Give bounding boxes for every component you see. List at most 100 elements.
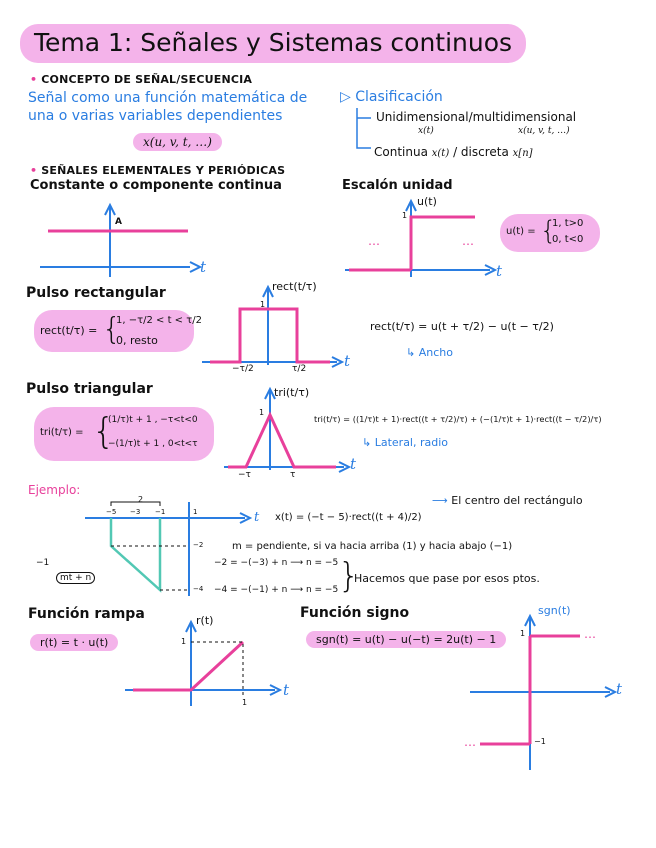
ejemplo-width-label: 2 <box>138 495 144 504</box>
pulso-rect-neg-tick: −τ/2 <box>232 364 254 374</box>
escalon-x-arrow <box>484 264 498 276</box>
arrow-return-icon: ↳ <box>406 346 416 359</box>
brace-icon: { <box>540 216 557 246</box>
signo-t-label: t <box>616 680 623 698</box>
signo-one-label: 1 <box>520 629 526 638</box>
clasificacion-item-1-left: x(t) <box>418 126 434 136</box>
pulso-tri-neg-tick: −τ <box>238 470 251 480</box>
rampa-axis-label: r(t) <box>196 614 214 627</box>
pulso-rect-signal <box>210 307 330 364</box>
ejemplo-mt-label: mt + n <box>56 572 96 584</box>
pulso-rect-one-label: 1 <box>260 300 266 309</box>
ejemplo-tick-neg1: −1 <box>155 508 166 516</box>
ejemplo-pass-note: Hacemos que pase por esos ptos. <box>354 572 540 585</box>
elementales-heading: • SEÑALES ELEMENTALES Y PERIÓDICAS <box>30 164 286 177</box>
pulso-tri-y-arrow <box>264 386 276 400</box>
pulso-tri-note: ↳ Lateral, radio <box>362 436 449 449</box>
pulso-rect-def-box: rect(t/τ) = { 1, −τ/2 < t < τ/2 0, resto <box>34 310 202 352</box>
concepto-line-1: Señal como una función matemática de <box>28 90 308 106</box>
pulso-rect-heading: Pulso rectangular <box>26 285 166 301</box>
signo-x-arrow <box>604 686 618 698</box>
escalon-axis-label: u(t) <box>417 195 437 208</box>
ejemplo-plot <box>85 501 253 596</box>
escalon-formula-box: u(t) = { 1, t>0 0, t<0 <box>500 214 600 252</box>
brace-right-icon: } <box>338 556 360 596</box>
brace-icon: { <box>102 312 122 347</box>
signo-dots-right: … <box>584 627 596 641</box>
rampa-plot <box>125 619 283 706</box>
escalon-dots-right: … <box>462 234 474 248</box>
clasificacion-item-2: Continua x(t) / discreta x[n] <box>374 145 533 159</box>
rampa-x-arrow <box>269 684 283 696</box>
signo-axis-label: sgn(t) <box>538 604 571 617</box>
rampa-formula: r(t) = t · u(t) <box>30 634 119 651</box>
escalon-plot <box>345 198 498 277</box>
escalon-signal-one <box>409 215 475 270</box>
pulso-tri-def-box: tri(t/τ) = { (1/τ)t + 1 , −τ<t<0 −(1/τ)t… <box>34 407 214 461</box>
constante-plot <box>40 202 203 277</box>
rampa-signal <box>133 640 245 692</box>
clasificacion-heading: ▷ Clasificación <box>340 89 443 105</box>
rampa-tick: 1 <box>242 698 248 707</box>
constante-a-label: A <box>115 217 122 227</box>
pulso-tri-plot <box>224 386 352 473</box>
signo-formula: sgn(t) = u(t) − u(−t) = 2u(t) − 1 <box>306 631 507 648</box>
clasificacion-item-1-right: x(u, v, t, …) <box>518 126 570 136</box>
pulso-rect-y-arrow <box>262 284 274 298</box>
ejemplo-eq1: −2 = −(−3) + n ⟶ n = −5 <box>214 558 339 568</box>
rampa-heading: Función rampa <box>28 606 145 622</box>
escalon-y-arrow <box>405 198 417 212</box>
signo-heading: Función signo <box>300 605 410 621</box>
pulso-rect-identity: rect(t/τ) = u(t + τ/2) − u(t − τ/2) <box>370 320 554 333</box>
concepto-formula: x(u, v, t, …) <box>133 133 222 151</box>
clasificacion-item-1: Unidimensional/multidimensional <box>376 110 577 124</box>
ejemplo-center-note: ⟶ El centro del rectángulo <box>432 494 583 507</box>
pulso-tri-t-label: t <box>350 455 357 473</box>
pulso-tri-identity: tri(t/τ) = ((1/τ)t + 1)·rect((t + τ/2)/τ… <box>314 414 602 424</box>
pulso-tri-signal <box>228 411 336 469</box>
escalon-one-label: 1 <box>402 211 408 220</box>
escalon-heading: Escalón unidad <box>342 178 453 193</box>
constante-t-label: t <box>200 258 207 276</box>
pulso-tri-heading: Pulso triangular <box>26 381 153 397</box>
pulso-rect-t-label: t <box>344 352 351 370</box>
pulso-rect-x-arrow <box>331 356 345 368</box>
constante-heading: Constante o componente continua <box>30 178 282 193</box>
page-title: Tema 1: Señales y Sistemas continuos <box>20 24 527 63</box>
ejemplo-pendiente: m = pendiente, si va hacia arriba (1) y … <box>232 541 513 552</box>
escalon-t-label: t <box>496 262 503 280</box>
ejemplo-tick-neg3: −3 <box>130 508 141 516</box>
ejemplo-y-neg4: −4 <box>193 585 204 593</box>
escalon-dots-left: … <box>368 234 380 248</box>
signo-dots-left: … <box>464 735 476 749</box>
signo-neg-label: −1 <box>534 737 546 746</box>
ejemplo-label: Ejemplo: <box>28 483 81 497</box>
constante-x-arrow <box>189 261 203 273</box>
bullet-icon: • <box>30 164 38 177</box>
brace-icon: { <box>92 411 115 452</box>
signo-plot <box>470 613 618 770</box>
arrow-return-icon: ↳ <box>362 436 372 449</box>
signo-y-arrow <box>524 613 536 627</box>
bullet-icon: • <box>30 73 38 86</box>
ejemplo-t-label: t <box>254 510 260 525</box>
ejemplo-eq2: −4 = −(−1) + n ⟶ n = −5 <box>214 585 339 595</box>
triangle-right-icon: ▷ <box>340 89 351 105</box>
ejemplo-tick-neg5: −5 <box>106 508 117 516</box>
pulso-tri-axis-label: tri(t/τ) <box>274 386 310 399</box>
concepto-heading: • CONCEPTO DE SEÑAL/SECUENCIA <box>30 73 253 86</box>
clasificacion-branch-lines <box>356 108 371 149</box>
ejemplo-signal <box>109 518 162 593</box>
pulso-tri-one-label: 1 <box>259 408 265 417</box>
ejemplo-formula: x(t) = (−t − 5)·rect((t + 4)/2) <box>275 512 422 523</box>
ejemplo-width-bracket <box>110 501 161 506</box>
pulso-tri-pos-tick: τ <box>290 470 296 480</box>
ejemplo-m-label: −1 <box>36 558 50 568</box>
rampa-one-label: 1 <box>181 637 187 646</box>
concepto-line-2: una o varias variables dependientes <box>28 108 283 124</box>
rampa-t-label: t <box>283 681 290 699</box>
pulso-tri-x-arrow <box>338 461 352 473</box>
ejemplo-y-neg2: −2 <box>193 541 204 549</box>
ejemplo-tick-1: 1 <box>193 508 198 516</box>
pulso-rect-plot <box>202 284 345 368</box>
